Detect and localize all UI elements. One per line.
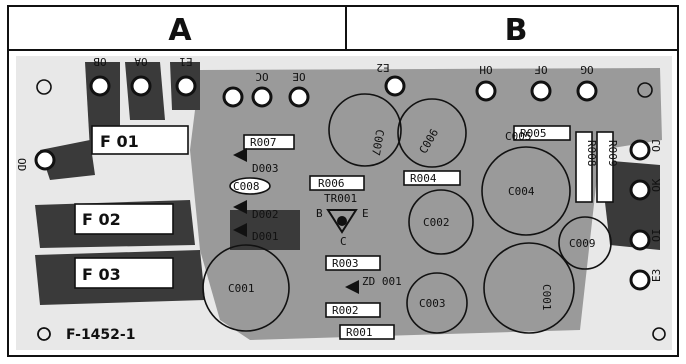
- capacitor-label: C004: [508, 185, 535, 198]
- terminal-label-od: OD: [15, 158, 28, 171]
- mounting-hole: [637, 82, 653, 98]
- terminal-label-e1: E1: [179, 55, 192, 68]
- terminal-label-oh: OH: [479, 63, 492, 76]
- terminal-pad-ob: [89, 75, 111, 97]
- board-label: F-1452-1: [66, 327, 135, 343]
- terminal-label-oc: OC: [255, 70, 268, 83]
- capacitor-label: C003: [419, 297, 446, 310]
- resistor-label: R003: [332, 257, 359, 270]
- terminal-label-e2: E2: [376, 61, 389, 74]
- capacitor-label: C001: [228, 282, 255, 295]
- terminal-pad-oe: [288, 86, 310, 108]
- resistor-label: R001: [346, 326, 373, 339]
- mounting-hole: [36, 79, 52, 95]
- svg-text:F 03: F 03: [82, 265, 121, 284]
- diode-label: D001: [252, 230, 279, 243]
- terminal-label-og: OG: [580, 63, 593, 76]
- mounting-hole: [652, 327, 666, 341]
- capacitors: C007 C008 C006 C005 C004 C002 C003 C009 …: [202, 93, 612, 334]
- terminal-pad-oa: [130, 75, 152, 97]
- diode-label: D002: [252, 208, 279, 221]
- resistor-label: R007: [250, 136, 277, 149]
- top-terminals: [89, 75, 598, 108]
- resistor-label: R004: [410, 172, 437, 185]
- capacitor-label: C002: [423, 216, 450, 229]
- terminal-pad-e2: [384, 75, 406, 97]
- diode-label: D003: [252, 162, 279, 175]
- column-a-header: A: [168, 13, 192, 48]
- terminal-label-of: OF: [534, 63, 547, 76]
- fuse-f02: F 02: [74, 203, 174, 235]
- zener-label: ZD 001: [362, 275, 402, 288]
- capacitor-label: C007: [369, 128, 386, 156]
- fuse-f01: F 01: [91, 125, 189, 155]
- capacitor-label: C009: [569, 237, 596, 250]
- terminal-pad-oh: [475, 80, 497, 102]
- column-b-header: B: [505, 13, 528, 48]
- transistor-pin-e: E: [362, 207, 369, 220]
- fuse-f03: F 03: [74, 257, 174, 289]
- transistor-tr001: TR001 B E C: [316, 192, 369, 248]
- terminal-pad-od: [34, 149, 56, 171]
- terminal-pad-e1: [175, 75, 197, 97]
- diodes: D003 D002 D001 ZD 001: [233, 148, 402, 294]
- resistor-label: R002: [332, 304, 359, 317]
- terminal-pad-og: [576, 80, 598, 102]
- terminal-pad-oc: [222, 86, 244, 108]
- resistors: R007 R006 R004 R005 R003 R002 R001 R008 …: [243, 125, 619, 340]
- resistor-label: R006: [318, 177, 345, 190]
- svg-text:F 01: F 01: [100, 132, 139, 151]
- resistor-label: R009: [606, 140, 619, 167]
- resistor-label: R008: [585, 140, 598, 167]
- transistor-pin-b: B: [316, 207, 323, 220]
- terminal-label-oi: OI: [650, 229, 663, 242]
- capacitor-label: C008: [233, 180, 260, 193]
- terminal-label-oj: OJ: [650, 139, 663, 152]
- terminal-pad-oc2: [251, 86, 273, 108]
- terminal-pad-of: [530, 80, 552, 102]
- terminal-label-oe: OE: [292, 70, 305, 83]
- transistor-pin-c: C: [340, 235, 347, 248]
- resistor-label: R005: [520, 127, 547, 140]
- capacitor-label: C001: [540, 284, 553, 311]
- top-terminal-labels: OB OA E1 OC OE E2 OH OF OG: [93, 55, 594, 83]
- terminal-label-oa: OA: [134, 55, 148, 68]
- terminal-label-e3: E3: [650, 269, 663, 282]
- terminal-label-ob: OB: [93, 55, 107, 68]
- transistor-label: TR001: [324, 192, 357, 205]
- svg-text:F 02: F 02: [82, 210, 121, 229]
- terminal-label-ok: OK: [650, 178, 663, 192]
- capacitor-label: C005: [505, 130, 532, 143]
- right-terminals: OJ OK OI E3: [629, 139, 663, 291]
